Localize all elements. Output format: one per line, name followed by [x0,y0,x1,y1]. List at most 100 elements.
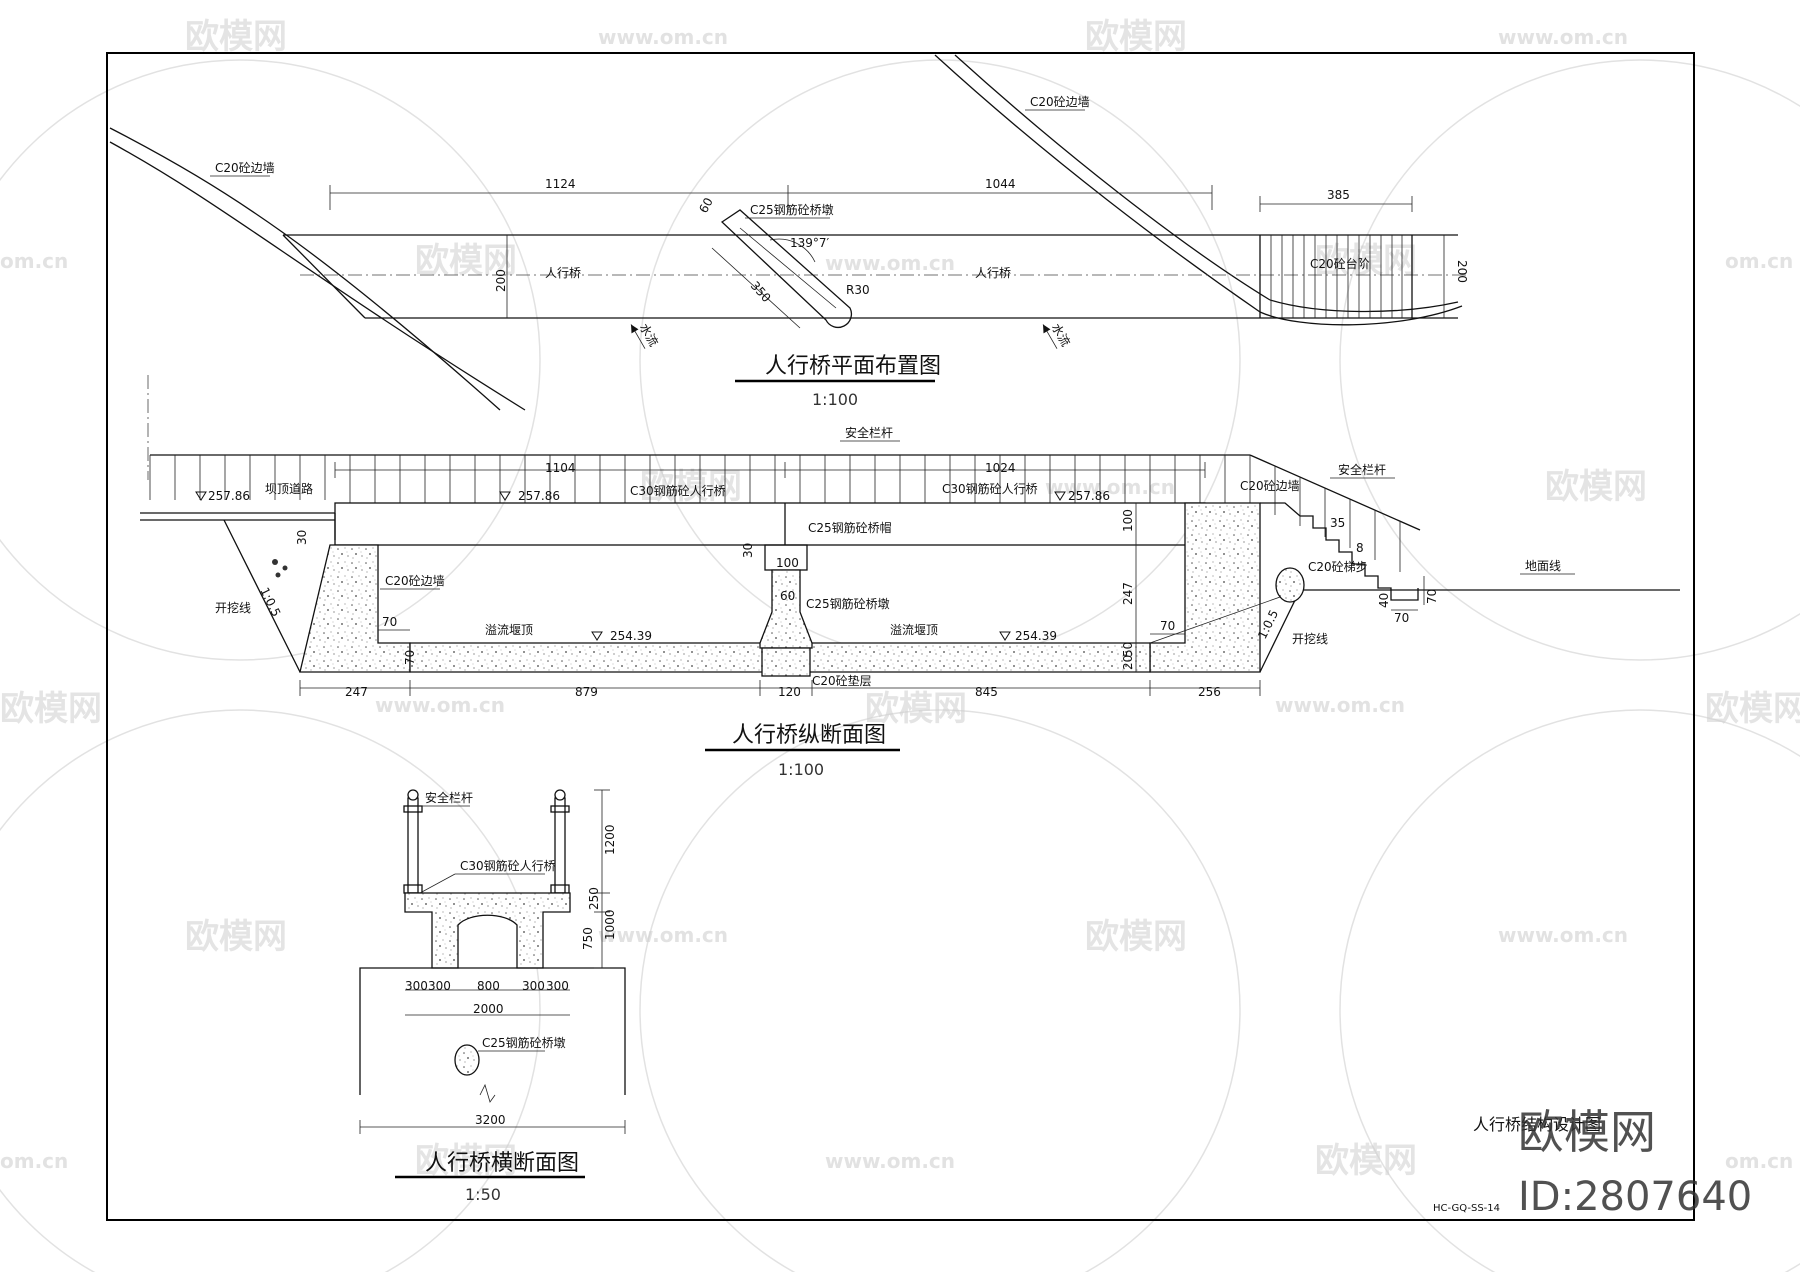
watermark-brand: 欧模网 [865,689,967,729]
section-abutment-right [1149,502,1261,673]
section-dim-step-w: 35 [1330,516,1345,530]
section-stairs [1260,502,1419,601]
cross-scale: 1:50 [465,1185,501,1204]
section-dim-step-base-w: 70 [1394,611,1409,625]
section-elev-right: 257.86 [1068,489,1110,503]
watermark-url: www.om.cn [598,25,728,49]
section-elev-bottom-right: 254.39 [1015,629,1057,643]
cross-dim-base: 3200 [475,1113,506,1127]
section-ground-label: 地面线 [1525,559,1561,573]
cross-dim-seg: 800 [477,979,500,993]
stair-concrete-mark [1275,567,1305,603]
cross-dim-slab-t: 250 [587,887,601,910]
plan-bridge-left-label: 人行桥 [545,266,581,280]
section-dim-slab: 100 [1121,509,1135,532]
section-dim-cap-h: 30 [741,543,755,558]
section-dim-pier-w: 60 [780,589,795,603]
cross-section: 1200 250 750 1000 300 300 800 300 300 20… [359,789,626,1204]
plan-steps-label: C20砼台阶 [1310,256,1370,271]
section-elev-mid: 257.86 [518,489,560,503]
watermark-brand: 欧模网 [0,689,102,729]
watermark-brand: 欧模网 [1315,241,1417,281]
section-dim-wall-step: 30 [295,530,309,545]
cross-concrete-mark [454,1044,480,1076]
section-elev-left: 257.86 [208,489,250,503]
plan-bridge-right-label: 人行桥 [975,266,1011,280]
section-abutment-left [299,544,411,673]
cross-rail-posts [403,789,570,894]
section-railing [149,454,1421,572]
cross-slab-pier [404,892,571,969]
cross-dim-rail-h: 1200 [603,824,617,855]
plan-pier-length: 350 [748,279,774,305]
section-wall-left-label: C20砼边墙 [385,574,445,588]
plan-span-left: 1124 [545,177,576,191]
section-dim-cap-w: 100 [776,556,799,570]
section-dim-wall-offset-l: 70 [382,615,397,629]
watermark-url-short: om.cn [0,249,68,273]
plan-steps [1259,235,1413,318]
plan-wall-right-label: C20砼边墙 [1030,95,1090,109]
watermark-brand: 欧模网 [415,1141,517,1181]
watermark-url: www.om.cn [825,1149,955,1173]
section-dim-height: 247 [1121,582,1135,605]
section-dim-wall-h-l: 70 [403,650,417,665]
section-dim-top-right: 1024 [985,461,1016,475]
watermark-brand: 欧模网 [415,241,517,281]
section-dim-top-left: 1104 [545,461,576,475]
plan-scale: 1:100 [812,390,858,409]
plan-pier-label: C25钢筋砼桥墩 [750,202,834,217]
watermark-url: www.om.cn [1045,475,1175,499]
section-dim-base2: 50 [1121,642,1135,657]
longitudinal-section: 257.86 257.86 257.86 254.39 254.39 1104 … [140,375,1680,779]
watermark-brand: 欧模网 [1085,17,1187,57]
cross-dim-beam-h: 750 [581,927,595,950]
drawing-code: HC-GQ-SS-14 [1433,1203,1500,1214]
drawing-name: 人行桥结构设计图 [1473,1115,1601,1134]
cross-dim-seg: 300 [522,979,545,993]
watermark-brand-large: 欧模网 [1518,1105,1656,1159]
section-deck-slab [334,502,1206,546]
section-stairs-label: C20砼梯步 [1308,560,1368,574]
section-footing-label: C20砼垫层 [812,673,872,688]
section-dim-bottom: 256 [1198,685,1221,699]
section-slab-left-label: C30钢筋砼人行桥 [630,483,726,498]
plan-pier-angle: 139°7′ [790,236,830,250]
section-dim-ground-h: 70 [1425,589,1439,604]
section-excav-left-label: 开挖线 [215,600,251,615]
plan-title: 人行桥平面布置图 [765,354,941,379]
watermark-url: www.om.cn [1275,693,1405,717]
section-pier-label: C25钢筋砼桥墩 [806,596,890,611]
section-overflow-right-label: 溢流堰顶 [890,623,938,637]
watermark-url: www.om.cn [375,693,505,717]
watermark-brand: 欧模网 [1545,467,1647,507]
watermark-url: www.om.cn [825,251,955,275]
section-rail-label: 安全栏杆 [845,425,893,440]
section-rail-right-label: 安全栏杆 [1338,462,1386,477]
section-excav-right-label: 开挖线 [1292,631,1328,646]
section-slope-left: 1:0.5 [257,585,283,619]
section-pier [759,569,813,649]
sheet-border [106,52,1695,1221]
cross-dim-seg: 300 [428,979,451,993]
section-elev-bottom-left: 254.39 [610,629,652,643]
watermark-url: www.om.cn [1498,923,1628,947]
cross-dim-width: 2000 [473,1002,504,1016]
cross-base-block [359,967,626,1095]
watermark-layer: 欧模网 欧模网 欧模网 欧模网 欧模网 欧模网 欧模网 欧模网 欧模网 欧模网 … [0,17,1800,1272]
watermark-brand: 欧模网 [185,17,287,57]
watermark-url-short: om.cn [0,1149,68,1173]
section-dim-step-h: 8 [1356,541,1364,555]
cross-slab-label: C30钢筋砼人行桥 [460,858,556,873]
section-roadway-label: 坝顶道路 [265,481,313,496]
section-overflow-left-label: 溢流堰顶 [485,623,533,637]
plan-pier-radius: R30 [846,283,870,297]
section-cap-label: C25钢筋砼桥帽 [808,520,892,535]
section-dim-bottom: 879 [575,685,598,699]
watermark-url: www.om.cn [1498,25,1628,49]
watermark-brand: 欧模网 [1085,917,1187,957]
plan-view: 1124 1044 385 200 200 60 350 139°7′ R30 … [109,54,1470,411]
watermark-brand: 欧模网 [1315,1141,1417,1181]
section-scale: 1:100 [778,760,824,779]
